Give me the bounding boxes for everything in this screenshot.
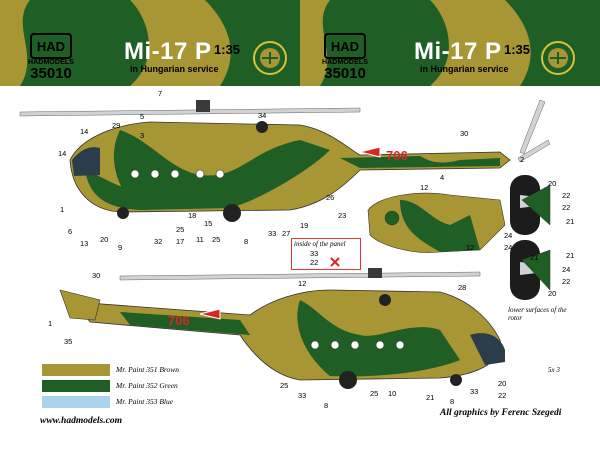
callout-label: 22 <box>562 277 571 286</box>
profile-illustrations: 706 706 <box>19 99 551 389</box>
legend-swatch <box>42 396 110 408</box>
legend-swatch <box>42 380 110 392</box>
callout-label: 25 <box>280 381 289 390</box>
squadron-emblem-icon <box>253 41 287 75</box>
product-subtitle: in Hungarian service <box>420 64 509 74</box>
header-banner: HAD HADMODELS 35010 Mi-17 P 1:35 in Hung… <box>0 0 600 86</box>
callout-label: 35 <box>64 337 73 346</box>
callout-label: 21 <box>530 253 539 262</box>
callout-label: 25 <box>370 389 379 398</box>
callout-label: 20 <box>548 179 557 188</box>
callout-label: 12 <box>420 183 429 192</box>
callout-label: 20 <box>100 235 109 244</box>
legend-label: Mr. Paint 351 Brown <box>116 365 180 374</box>
callout-label: 14 <box>80 127 89 136</box>
svg-text:HAD: HAD <box>331 39 359 54</box>
callout-label: 32 <box>154 237 163 246</box>
callout-label: 13 <box>80 239 89 248</box>
legend-label: Mr. Paint 353 Blue <box>116 397 174 406</box>
legend-label: Mr. Paint 352 Green <box>116 381 178 390</box>
callout-label: 24 <box>504 231 513 240</box>
catalog-number: 35010 <box>30 65 72 82</box>
cross-marker-icon <box>330 257 340 267</box>
callout-label: 26 <box>326 193 335 202</box>
callout-label: 21 <box>566 217 575 226</box>
had-logo-right: HAD HADMODELS 35010 <box>318 33 372 81</box>
hadmodels-label: HADMODELS <box>27 59 74 66</box>
callout-label: 33 <box>268 229 277 238</box>
product-scale: 1:35 <box>214 42 241 57</box>
rotor-note: lower surfaces of the rotor <box>508 306 567 322</box>
callout-label: 3 <box>140 131 145 140</box>
product-scale: 1:35 <box>504 42 531 57</box>
tail-boom-top-view <box>367 192 506 253</box>
callout-label: 12 <box>466 243 475 252</box>
website-footer[interactable]: www.hadmodels.com <box>40 416 122 426</box>
callout-label: 6 <box>68 227 73 236</box>
callout-label: 4 <box>440 173 445 182</box>
svg-text:HAD: HAD <box>37 39 65 54</box>
callout-label: 30 <box>460 129 469 138</box>
callout-label: 10 <box>388 389 397 398</box>
callout-label: 17 <box>176 237 185 246</box>
quantity-note: 5x 3 <box>548 366 560 374</box>
camouflage-banner-pattern <box>0 0 600 86</box>
callout-label: 22 <box>562 191 571 200</box>
callout-label: 7 <box>158 89 163 98</box>
callout-label: 19 <box>300 221 309 230</box>
callout-label: 1 <box>60 205 65 214</box>
callout-label: 8 <box>244 237 249 246</box>
helicopter-right-profile: 706 <box>59 268 505 389</box>
callout-label: 8 <box>450 397 455 406</box>
callout-label: 5 <box>140 112 145 121</box>
callout-label: 22 <box>498 391 507 400</box>
callout-label: 18 <box>188 211 197 220</box>
callout-label: 25 <box>176 225 185 234</box>
product-title: Mi-17 P <box>124 38 212 65</box>
callout-label: 25 <box>212 235 221 244</box>
callout-label: 33 <box>470 387 479 396</box>
callout-label: 24 <box>504 243 513 252</box>
callout-label: 2 <box>520 155 525 164</box>
had-logo-left: HAD HADMODELS 35010 <box>24 33 78 81</box>
serial-number-top: 706 <box>386 148 408 163</box>
serial-number-bottom: 706 <box>168 313 190 328</box>
inside-panel-caption: inside of the panel <box>294 240 346 248</box>
callout-label: 1 <box>48 319 53 328</box>
callout-label: 20 <box>548 289 557 298</box>
callout-label: 20 <box>498 379 507 388</box>
callout-label: 22 <box>562 203 571 212</box>
callout-label: 21 <box>426 393 435 402</box>
tail-rotor <box>517 99 551 163</box>
callout-label: 30 <box>92 271 101 280</box>
inside-panel-number: 22 <box>310 258 319 267</box>
callout-label: 8 <box>324 401 329 410</box>
callout-label: 28 <box>458 283 467 292</box>
callout-label: 11 <box>196 235 204 244</box>
callout-label: 14 <box>58 149 67 158</box>
callout-label: 15 <box>204 219 213 228</box>
callout-label: 29 <box>112 121 121 130</box>
product-subtitle: in Hungarian service <box>130 64 219 74</box>
callout-label: 21 <box>566 251 575 260</box>
had-logo-mark-icon: HAD <box>324 33 366 59</box>
lower-rotor-detail <box>510 175 551 300</box>
inside-panel-number: 33 <box>310 249 319 258</box>
catalog-number: 35010 <box>324 65 366 82</box>
product-title: Mi-17 P <box>414 38 502 65</box>
callout-label: 33 <box>298 391 307 400</box>
callout-label: 27 <box>282 229 291 238</box>
inside-panel-box: inside of the panel 33 22 <box>291 238 361 270</box>
legend-swatch <box>42 364 110 376</box>
helicopter-left-profile: 706 <box>19 99 551 222</box>
squadron-emblem-icon <box>541 41 575 75</box>
had-logo-mark-icon: HAD <box>30 33 72 59</box>
callout-label: 24 <box>562 265 571 274</box>
callout-label: 9 <box>118 243 123 252</box>
hadmodels-label: HADMODELS <box>321 59 368 66</box>
credits-footer: All graphics by Ferenc Szegedi <box>440 408 562 418</box>
callout-label: 12 <box>298 279 307 288</box>
callout-label: 34 <box>258 111 267 120</box>
callout-label: 23 <box>338 211 347 220</box>
